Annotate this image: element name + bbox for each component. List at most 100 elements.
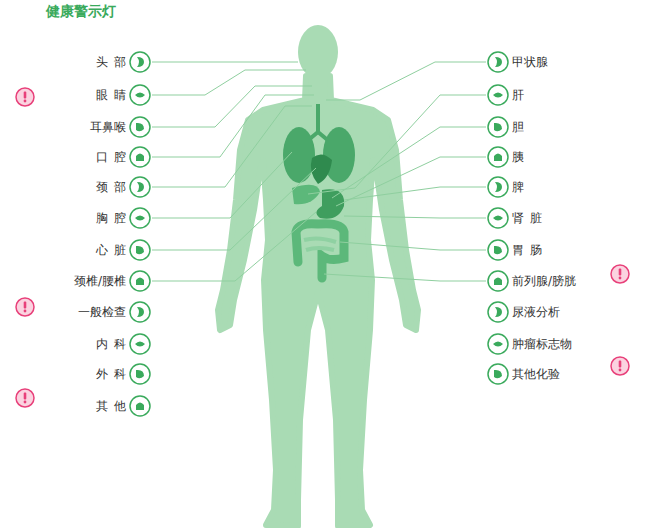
icon-glyph	[137, 307, 144, 317]
organ-label: 心脏	[96, 243, 132, 257]
leader-line	[336, 157, 486, 206]
organ-label: 肾脏	[512, 211, 548, 225]
leader-line	[340, 242, 486, 250]
icon-glyph	[136, 123, 144, 131]
organ-label: 颈部	[96, 180, 132, 194]
body-silhouette	[218, 25, 418, 526]
organ-label: 尿液分析	[512, 305, 560, 319]
organ-label: 肝	[512, 88, 524, 102]
icon	[488, 302, 508, 322]
icon-glyph	[136, 246, 144, 254]
icon-glyph	[135, 93, 145, 98]
intestine	[296, 224, 344, 278]
icon	[488, 147, 508, 167]
icon	[488, 85, 508, 105]
icon-ring	[488, 52, 508, 72]
icon	[130, 85, 150, 105]
icon	[488, 334, 508, 354]
leader-line	[344, 216, 486, 218]
icon	[488, 271, 508, 291]
icon-ring	[130, 302, 150, 322]
icon-ring	[130, 147, 150, 167]
icon-ring	[488, 271, 508, 291]
warning-mark	[16, 298, 34, 316]
icon	[488, 364, 508, 384]
leader-line	[152, 212, 316, 281]
leader-lines	[152, 62, 486, 281]
leader-line	[152, 106, 312, 187]
icon-ring	[130, 240, 150, 260]
warning-mark	[611, 265, 629, 283]
icon-glyph	[136, 154, 144, 162]
icon-ring	[130, 52, 150, 72]
icon	[488, 240, 508, 260]
organ-label: 胆	[512, 120, 524, 134]
warning-mark	[16, 389, 34, 407]
icon	[488, 208, 508, 228]
icon-ring	[130, 208, 150, 228]
icon-glyph	[137, 57, 144, 67]
icon-glyph	[494, 154, 502, 162]
icon-ring	[488, 364, 508, 384]
leader-line	[152, 62, 298, 63]
icon	[130, 208, 150, 228]
icon	[130, 147, 150, 167]
organ-label: 甲状腺	[512, 55, 548, 69]
icon-ring	[130, 396, 150, 416]
icon-glyph	[493, 342, 503, 347]
icon-glyph	[494, 246, 502, 254]
icon	[130, 364, 150, 384]
icon-glyph	[136, 403, 144, 411]
icon-ring	[488, 302, 508, 322]
icon-glyph	[494, 370, 502, 378]
icon-glyph	[137, 182, 144, 192]
organ-label: 一般检查	[78, 305, 126, 319]
organs	[283, 104, 355, 278]
leader-line	[152, 152, 292, 218]
organ-label: 胰	[512, 150, 524, 164]
icon-ring	[488, 240, 508, 260]
icon-glyph	[494, 123, 502, 131]
icon	[130, 52, 150, 72]
leader-line	[324, 274, 486, 281]
icon-glyph	[495, 307, 502, 317]
icon-ring	[130, 334, 150, 354]
organ-label: 头部	[96, 55, 132, 69]
icon-glyph	[493, 93, 503, 98]
leader-line	[152, 168, 316, 250]
icon-ring	[488, 85, 508, 105]
icon	[130, 334, 150, 354]
organ-label: 肿瘤标志物	[512, 337, 572, 351]
icon	[130, 240, 150, 260]
leader-line	[308, 95, 486, 194]
icon-glyph	[495, 57, 502, 67]
lung	[283, 127, 315, 183]
head-shape	[298, 25, 338, 79]
icon-glyph	[136, 278, 144, 286]
organ-label: 颈椎/腰椎	[74, 274, 126, 288]
leader-line	[152, 95, 314, 157]
icon	[488, 177, 508, 197]
icon	[488, 52, 508, 72]
icon-glyph	[136, 370, 144, 378]
icon-glyph	[135, 342, 145, 347]
icon-glyph	[495, 182, 502, 192]
body-shape	[218, 76, 418, 526]
liver	[292, 185, 320, 204]
leader-line	[152, 70, 306, 95]
organ-label: 内科	[96, 337, 132, 351]
warning-mark	[611, 357, 629, 375]
title: 健康警示灯	[46, 3, 116, 21]
icon-ring	[130, 271, 150, 291]
icon	[130, 117, 150, 137]
icon-ring	[130, 85, 150, 105]
icon-ring	[488, 117, 508, 137]
icon-ring	[488, 177, 508, 197]
icons	[130, 52, 508, 416]
organ-label: 外科	[96, 367, 132, 381]
organ-label: 胸腔	[96, 211, 132, 225]
organ-label: 耳鼻喉	[90, 120, 126, 134]
organ-label: 脾	[512, 180, 524, 194]
icon	[130, 302, 150, 322]
